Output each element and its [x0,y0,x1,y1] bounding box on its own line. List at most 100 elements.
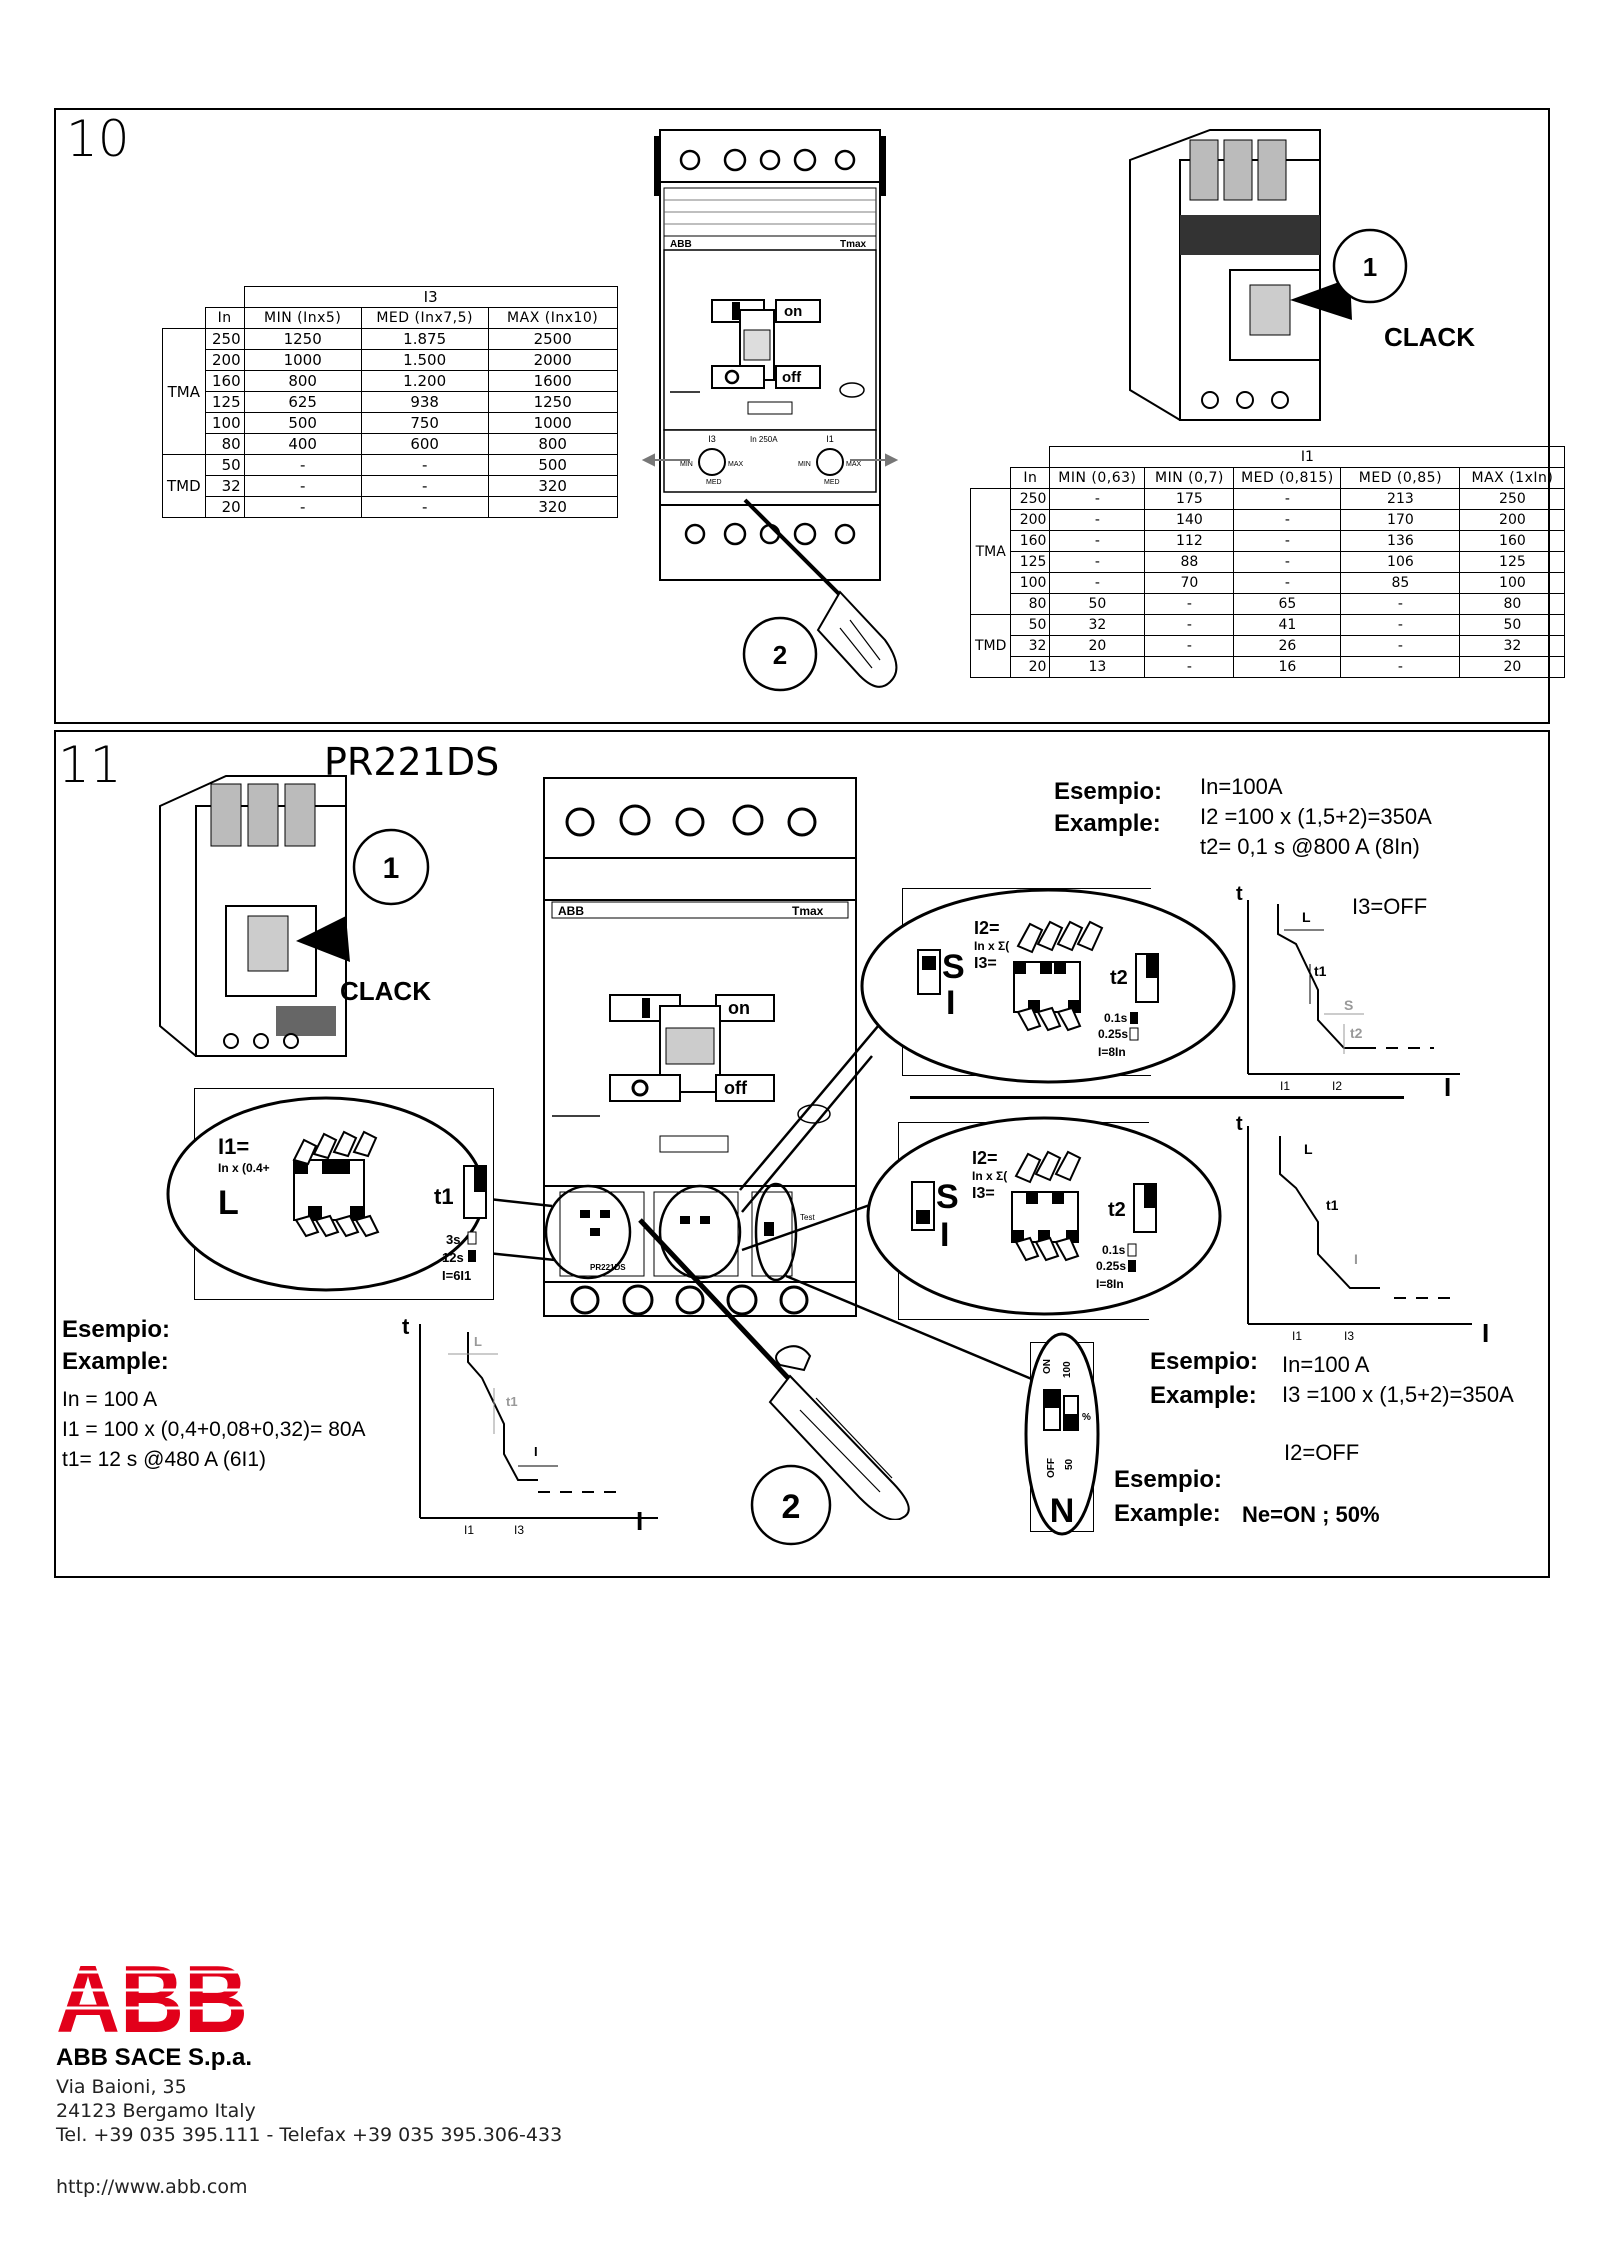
trip-unit-test: Test [800,1213,815,1222]
l-dial-t1: t1 [434,1184,454,1209]
n-opt-on: ON [1042,1359,1053,1374]
si-dial-zoom-bottom: S I I2= In x Σ( I3= t2 0.1s 0.25s I=8In [866,1116,1222,1316]
table-cell: 13 [1049,656,1146,678]
table-cell: 16 [1233,656,1342,678]
i2-off-label: I2=OFF [1284,1440,1360,1465]
callout-2-section10: 2 [742,616,818,692]
i3-off-label: I3=OFF [1352,894,1428,919]
example-neutral-value: Ne=ON ; 50% [1242,1502,1380,1527]
table-row: 20--320 [163,496,618,518]
n-opt-percent: % [1082,1412,1091,1423]
abb-logo: ABB [56,1956,248,2036]
curve-i1-t1: t1 [506,1394,518,1409]
table-cell: 136 [1340,530,1461,552]
example-top-line-2: I2 =100 x (1,5+2)=350A [1200,804,1432,829]
table-cell: 400 [243,433,362,455]
curve-i2-i2: I2 [1332,1079,1342,1093]
section-11-number: 11 [58,736,122,794]
table-cell: 320 [487,496,618,518]
breaker-perspective-11 [159,775,350,1057]
breaker-brand-11: ABB [558,904,584,918]
s-letter-bottom: S [936,1178,959,1216]
callout-1-label-11: 1 [383,852,400,885]
breaker-on-11: on [728,998,750,1018]
example-left-line-1: In = 100 A [62,1388,158,1411]
table-cell: 50 [204,454,245,476]
i3-label-bottom: I3= [972,1185,995,1202]
breaker-off-10: off [782,369,802,386]
breaker-model-11: Tmax [792,904,824,918]
group-label: TMA [969,488,1012,615]
table-cell: 1000 [487,412,618,434]
curve-i1-I: I [534,1444,538,1459]
clack-label-10: CLACK [1384,322,1475,352]
l-dial-t1-opt-3: I=6I1 [442,1268,471,1283]
callout-2-label-10: 2 [773,640,787,670]
trip-curve-i2: t L t1 S t2 I1 I2 [1236,884,1460,1093]
dial-min-i3: MIN [680,461,693,468]
dial-max-i3: MAX [728,461,744,468]
i-letter-top: I [946,984,955,1022]
column-header: MIN (0,63) [1049,467,1146,489]
curve-i2-t1: t1 [1314,963,1327,979]
example-top-line-3: t2= 0,1 s @800 A (8In) [1200,834,1420,859]
i2-label-top: I2= [974,918,1000,938]
column-header: MED (Inx7,5) [360,307,489,329]
table-cell: 65 [1233,593,1342,615]
example-neutral-it: Esempio: [1114,1466,1223,1493]
curve-i3-L: L [1304,1141,1313,1157]
n-opt-50: 50 [1064,1458,1075,1470]
n-letter: N [1050,1492,1075,1530]
trip-curve-i1: t L t1 I I1 I3 [402,1314,658,1537]
table-cell: 800 [243,370,362,392]
curve-i3-t: t [1236,1113,1243,1135]
table-cell: 320 [487,475,618,497]
t2-label-bottom: t2 [1108,1199,1126,1221]
si-dial-zoom-top: S I I2= In x Σ( I3= t2 0.1s 0.25s I=8In [860,888,1236,1084]
t2-opt-1-top: 0.1s [1104,1011,1128,1025]
section-10-number: 10 [66,110,130,168]
table-cell: 200 [1459,509,1566,531]
example-right-en: Example: [1150,1382,1257,1409]
i2-sub-bottom: In x Σ( [972,1169,1007,1183]
group-label: TMD [969,614,1012,678]
footer-url[interactable]: http://www.abb.com [56,2176,248,2198]
breaker-perspective-10 [1129,129,1352,421]
example-left-line-2: I1 = 100 x (0,4+0,08+0,32)= 80A [62,1418,366,1441]
callout-1-section11: 1 [352,828,430,906]
breaker-i1-label: I1 [826,434,834,444]
table-cell: 250 [204,328,245,350]
curve-i2-t2: t2 [1350,1025,1363,1041]
curve-i1-t: t [402,1314,410,1339]
curve-i3-i1: I1 [1292,1329,1302,1342]
t2-opt-3-top: I=8In [1098,1045,1126,1059]
group-label: TMA [162,328,206,455]
curve-i2-L: L [1302,909,1311,925]
i-letter-bottom: I [940,1216,949,1254]
t2-opt-2-top: 0.25s [1098,1027,1128,1041]
callout-2-section11: 2 [750,1464,832,1546]
curve-i2-I-axis: I [1444,1072,1452,1102]
example-right-line-1: In=100 A [1282,1352,1370,1377]
curve-i3-i3: I3 [1344,1329,1354,1342]
dial-max-i1: MAX [846,461,862,468]
curve-i1-I-axis: I [636,1506,644,1536]
screwdriver-11 [638,1218,910,1520]
footer-address-2: 24123 Bergamo Italy [56,2100,256,2122]
breaker-model-10: Tmax [840,239,867,250]
table-cell: 20 [1049,635,1146,657]
table-cell: 20 [1010,656,1051,678]
i3-label-top: I3= [974,955,997,972]
table-cell: 88 [1144,551,1235,573]
callout-1-label-10: 1 [1363,252,1377,282]
breaker-front-diagram-11: ABB Tmax on off PR221DS Test [543,777,857,1317]
table-cell: 160 [1010,530,1051,552]
